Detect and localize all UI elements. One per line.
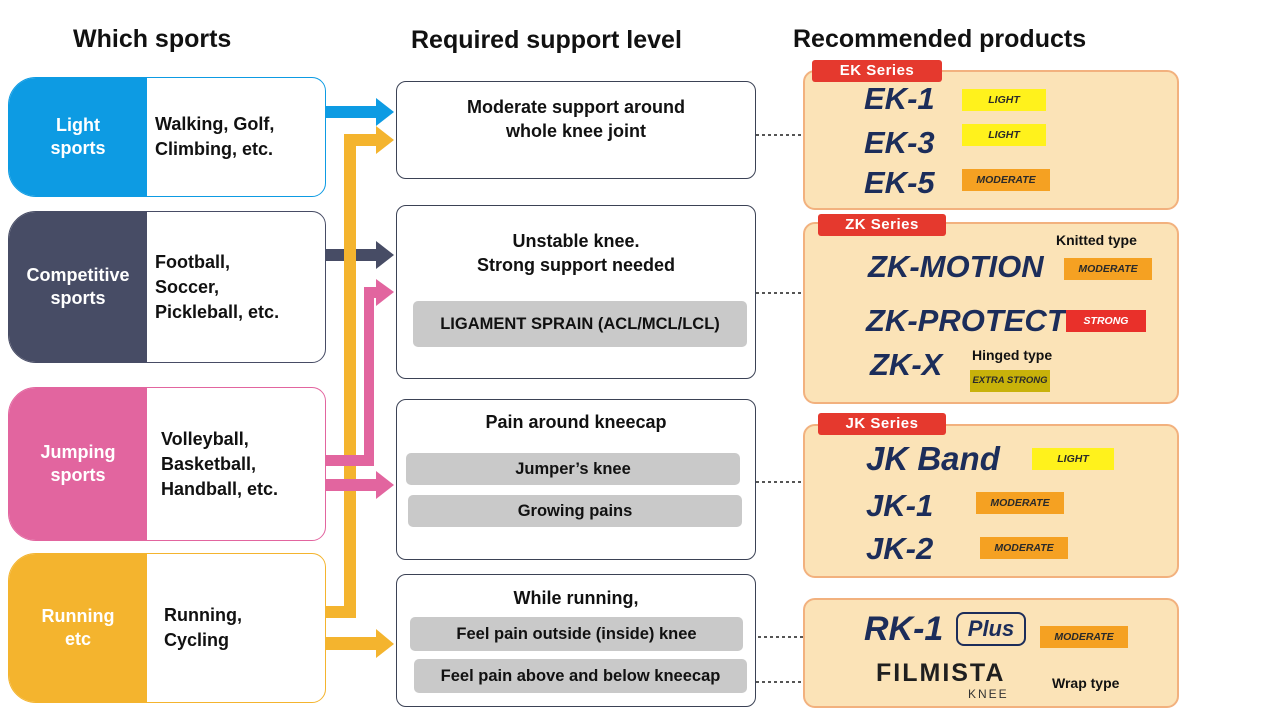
product-ek-5: EK-5 bbox=[864, 165, 935, 200]
need-item: Feel pain above and below kneecap bbox=[414, 659, 747, 693]
product-filmista-sub: KNEE bbox=[968, 687, 1009, 701]
sport-examples-running: Running,Cycling bbox=[164, 605, 242, 650]
badge-extra-strong: EXTRA STRONG bbox=[970, 370, 1050, 392]
product-rk-1-plus-tag: Plus bbox=[956, 612, 1026, 646]
arrow-running-to-while-running bbox=[324, 629, 394, 658]
badge-moderate: MODERATE bbox=[962, 169, 1050, 191]
product-filmista-logo: FILMISTA bbox=[876, 659, 1006, 687]
product-ek-1: EK-1 bbox=[864, 81, 935, 116]
badge-moderate: MODERATE bbox=[976, 492, 1064, 514]
need-box-kneecap: Pain around kneecap Jumper’s knee Growin… bbox=[396, 399, 756, 560]
sport-examples-competitive: Football,Soccer,Pickleball, etc. bbox=[155, 251, 280, 322]
note-wrap-type: Wrap type bbox=[1052, 675, 1120, 691]
need-title: Unstable knee. Strong support needed bbox=[477, 231, 675, 275]
note-knitted-type: Knitted type bbox=[1056, 232, 1137, 248]
header-support-level: Required support level bbox=[411, 26, 682, 54]
panel-running-products bbox=[803, 598, 1179, 708]
product-ek-3: EK-3 bbox=[864, 125, 935, 160]
badge-moderate: MODERATE bbox=[1064, 258, 1152, 280]
need-title: While running, bbox=[513, 588, 639, 608]
badge-light: LIGHT bbox=[962, 89, 1046, 111]
arrow-running-to-moderate bbox=[324, 126, 394, 618]
product-zk-motion: ZK-MOTION bbox=[868, 249, 1044, 284]
badge-light: LIGHT bbox=[1032, 448, 1114, 470]
badge-moderate: MODERATE bbox=[1040, 626, 1128, 648]
badge-strong: STRONG bbox=[1066, 310, 1146, 332]
need-box-moderate: Moderate support around whole knee joint bbox=[396, 81, 756, 179]
series-label-jk: JK Series bbox=[818, 413, 946, 435]
need-box-unstable: Unstable knee. Strong support needed LIG… bbox=[396, 205, 756, 379]
product-jk-band: JK Band bbox=[866, 440, 1000, 477]
arrow-light-to-moderate bbox=[324, 98, 394, 126]
series-label-zk: ZK Series bbox=[818, 214, 946, 236]
product-zk-x: ZK-X bbox=[870, 347, 943, 382]
need-item: Growing pains bbox=[408, 495, 742, 527]
need-item: Feel pain outside (inside) knee bbox=[410, 617, 743, 651]
badge-moderate: MODERATE bbox=[980, 537, 1068, 559]
series-label-ek: EK Series bbox=[812, 60, 942, 82]
header-recommended-products: Recommended products bbox=[793, 25, 1087, 53]
product-zk-protect: ZK-PROTECT bbox=[866, 303, 1066, 338]
sport-examples-light: Walking, Golf,Climbing, etc. bbox=[155, 114, 275, 159]
need-item: LIGAMENT SPRAIN (ACL/MCL/LCL) bbox=[413, 301, 747, 347]
arrow-jumping-to-kneecap bbox=[324, 471, 394, 499]
sport-examples-jumping: Volleyball,Basketball,Handball, etc. bbox=[161, 428, 279, 499]
need-title: Pain around kneecap bbox=[485, 412, 667, 432]
need-title: Moderate support around whole knee joint bbox=[466, 97, 685, 141]
product-rk-1: RK-1 bbox=[864, 610, 944, 648]
arrow-competitive-to-strong bbox=[324, 241, 394, 269]
note-hinged-type: Hinged type bbox=[972, 347, 1053, 363]
need-box-running: While running, Feel pain outside (inside… bbox=[396, 574, 756, 707]
need-item: Jumper’s knee bbox=[406, 453, 740, 485]
badge-light: LIGHT bbox=[962, 124, 1046, 146]
product-jk-2: JK-2 bbox=[866, 531, 934, 566]
arrow-jumping-to-strong bbox=[324, 279, 394, 466]
header-which-sports: Which sports bbox=[73, 25, 232, 53]
product-jk-1: JK-1 bbox=[866, 488, 934, 523]
